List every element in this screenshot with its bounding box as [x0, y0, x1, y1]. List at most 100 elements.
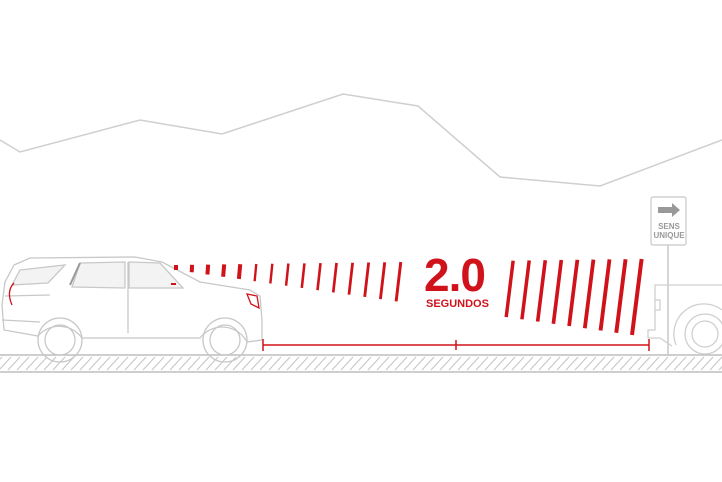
road-hatch	[529, 356, 543, 371]
road-hatch	[547, 356, 561, 371]
road-hatch	[70, 356, 84, 371]
road-hatch	[304, 356, 318, 371]
wave-mark	[598, 259, 612, 331]
road-hatch	[583, 356, 597, 371]
road-hatch	[385, 356, 399, 371]
wave-mark	[363, 262, 371, 298]
road-hatch	[421, 356, 435, 371]
wave-mark	[205, 264, 211, 275]
wave-mark	[504, 260, 515, 318]
time-gap-unit: SEGUNDOS	[426, 298, 489, 310]
road-hatch	[79, 356, 93, 371]
road-hatch	[196, 356, 210, 371]
wave-mark	[331, 262, 338, 293]
road-hatch	[709, 356, 722, 371]
wave-mark	[582, 259, 596, 329]
sign-line-1: SENS	[658, 222, 680, 231]
road-hatch	[367, 356, 381, 371]
road-hatch	[700, 356, 714, 371]
wave-mark	[269, 263, 274, 284]
one-way-sign	[650, 196, 687, 355]
road-hatch	[664, 356, 678, 371]
road-hatch	[160, 356, 174, 371]
wave-mark	[347, 262, 354, 295]
wave-mark	[221, 264, 227, 277]
road-hatch	[133, 356, 147, 371]
road-hatch	[313, 356, 327, 371]
road-hatch	[34, 356, 48, 371]
road-hatch	[592, 356, 606, 371]
road-hatch	[556, 356, 570, 371]
road-hatch	[232, 356, 246, 371]
road-hatch	[412, 356, 426, 371]
road-hatch	[0, 356, 12, 370]
road-hatch	[16, 356, 30, 371]
distance-measure-line	[262, 339, 650, 351]
road-hatch	[115, 356, 129, 371]
road-hatch	[484, 356, 498, 371]
road-hatch	[448, 356, 462, 371]
road-hatch	[277, 356, 291, 371]
road-hatch	[646, 356, 660, 371]
road-hatch	[565, 356, 579, 371]
road-hatch	[673, 356, 687, 371]
road-hatch	[295, 356, 309, 371]
road-hatch	[430, 356, 444, 371]
time-gap-value: 2.0	[424, 249, 486, 301]
road-hatch	[169, 356, 183, 371]
road-hatch	[151, 356, 165, 371]
road	[0, 354, 722, 373]
road-hatch	[493, 356, 507, 371]
wave-mark	[394, 261, 403, 302]
road-hatch	[682, 356, 696, 371]
wave-mark	[316, 262, 322, 291]
road-hatch	[394, 356, 408, 371]
sign-label: SENS UNIQUE	[651, 222, 687, 240]
road-hatch	[187, 356, 201, 371]
distance-wave-marks	[174, 258, 644, 336]
road-hatch	[610, 356, 624, 371]
wave-mark	[300, 263, 306, 289]
vehicle-ahead	[647, 284, 722, 355]
road-hatch	[205, 356, 219, 371]
road-hatch	[97, 356, 111, 371]
road-hatch	[520, 356, 534, 371]
road-hatch	[124, 356, 138, 371]
road-hatch	[7, 356, 21, 371]
wave-mark	[378, 262, 387, 300]
road-hatch	[178, 356, 192, 371]
road-hatch	[457, 356, 471, 371]
road-hatch	[349, 356, 363, 371]
road-hatch	[637, 356, 651, 371]
wave-mark	[614, 258, 628, 334]
wave-mark	[535, 260, 548, 322]
sign-line-2: UNIQUE	[653, 231, 685, 240]
road-hatch	[511, 356, 525, 371]
road-hatch	[250, 356, 264, 371]
road-hatch	[439, 356, 453, 371]
road-hatch	[376, 356, 390, 371]
road-hatch	[466, 356, 480, 371]
road-hatch	[538, 356, 552, 371]
road-hatch	[358, 356, 372, 371]
wave-mark	[551, 259, 564, 325]
road-hatch	[502, 356, 516, 371]
road-hatch	[52, 356, 66, 371]
wave-mark	[520, 260, 531, 320]
road-hatch	[268, 356, 282, 371]
road-hatch	[403, 356, 417, 371]
road-hatch	[718, 366, 722, 371]
road-hatch	[601, 356, 615, 371]
road-hatch	[574, 356, 588, 371]
road-hatch	[88, 356, 102, 371]
mountain-outline	[0, 93, 722, 187]
wave-mark	[253, 263, 258, 282]
road-hatch	[286, 356, 300, 371]
wave-mark	[236, 263, 243, 280]
road-hatch	[322, 356, 336, 371]
road-hatch	[619, 356, 633, 371]
road-hatch	[340, 356, 354, 371]
road-hatch	[475, 356, 489, 371]
